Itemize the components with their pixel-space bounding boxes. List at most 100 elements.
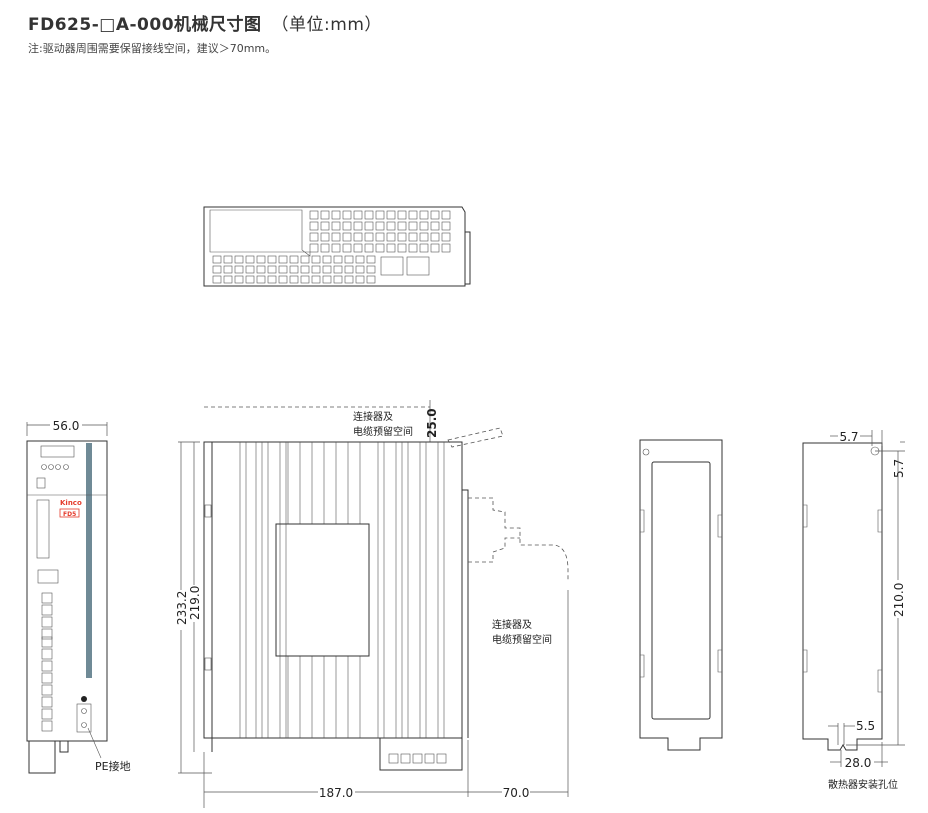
vent-slot	[353, 210, 363, 220]
hole-offset-y-dim: 5.7	[892, 459, 906, 478]
pe-label: PE接地	[95, 760, 131, 773]
mount-view: 5.7 5.7 210.0 5.5 28.0 散热器安装孔位	[802, 430, 906, 791]
vent-slot	[397, 210, 407, 220]
top-view	[203, 206, 471, 287]
vent-slot	[430, 232, 440, 242]
vent-slot	[386, 221, 396, 231]
vent-slot	[408, 232, 418, 242]
vent-slot	[408, 210, 418, 220]
depth-dim: 187.0	[319, 786, 353, 800]
front-width-dim: 56.0	[53, 419, 80, 433]
title-text: FD625-□A-000机械尺寸图	[28, 15, 262, 35]
vent-slot	[311, 265, 321, 274]
vent-slot	[223, 265, 233, 274]
terminal-power	[41, 660, 53, 672]
vent-slot	[333, 265, 343, 274]
vent-slot	[441, 221, 451, 231]
vent-slot	[408, 221, 418, 231]
vent-slot	[256, 275, 266, 284]
vent-slot	[234, 255, 244, 264]
vent-slot	[419, 232, 429, 242]
brand-logo: Kinco	[60, 499, 82, 507]
vent-slot	[419, 210, 429, 220]
mount-caption: 散热器安装孔位	[828, 778, 898, 791]
clearance-label-rear-1: 连接器及	[492, 618, 532, 631]
vent-slot	[309, 243, 319, 253]
vent-slot	[366, 265, 376, 274]
terminal-power	[41, 708, 53, 720]
terminal-power	[41, 672, 53, 684]
unit-text: （单位:mm）	[271, 15, 382, 35]
vent-slot	[375, 232, 385, 242]
vent-slot	[364, 221, 374, 231]
vent-slot	[419, 221, 429, 231]
stripe	[86, 443, 92, 678]
vent-slot	[353, 221, 363, 231]
vent-slot	[366, 255, 376, 264]
vent-slot	[300, 275, 310, 284]
vent-slot	[342, 243, 352, 253]
vent-slot	[375, 243, 385, 253]
vent-slot	[355, 255, 365, 264]
terminal-slot	[388, 753, 399, 764]
vent-slot	[267, 265, 277, 274]
vent-slot	[375, 210, 385, 220]
front-view: 56.0 Kinco FD5 PE接地	[26, 419, 131, 774]
terminal-power	[41, 696, 53, 708]
vent-slot	[234, 275, 244, 284]
vent-slot	[311, 275, 321, 284]
inner-height-dim: 219.0	[188, 586, 202, 620]
terminal-motor	[41, 616, 53, 628]
vent-slot	[364, 210, 374, 220]
terminal-slot	[400, 753, 411, 764]
vent-slot	[278, 275, 288, 284]
clearance-note: 注:驱动器周围需要保留接线空间，建议＞70mm。	[28, 42, 277, 55]
vent-slot	[364, 232, 374, 242]
hole-offset-x-dim: 5.7	[839, 430, 858, 444]
terminal-slot	[424, 753, 435, 764]
vent-slot	[289, 255, 299, 264]
vent-slot	[322, 275, 332, 284]
vent-slot	[320, 221, 330, 231]
vent-slot	[408, 243, 418, 253]
vent-slot	[320, 232, 330, 242]
terminal-power	[41, 684, 53, 696]
vent-slot	[441, 210, 451, 220]
vent-slot	[355, 265, 365, 274]
vent-slot	[300, 265, 310, 274]
vent-slot	[441, 232, 451, 242]
vent-slot	[331, 232, 341, 242]
vent-slot	[419, 243, 429, 253]
terminal-motor	[41, 604, 53, 616]
vent-slot	[245, 255, 255, 264]
vent-slot	[322, 265, 332, 274]
vent-slot	[212, 265, 222, 274]
vent-slot	[311, 255, 321, 264]
vent-slot	[234, 265, 244, 274]
vent-slot	[278, 265, 288, 274]
vent-slot	[386, 210, 396, 220]
vent-slot	[441, 243, 451, 253]
vent-slot	[331, 221, 341, 231]
vent-slot	[355, 275, 365, 284]
vent-slot	[300, 255, 310, 264]
vent-slot	[320, 210, 330, 220]
vent-slot	[267, 275, 277, 284]
vent-slot	[267, 255, 277, 264]
clearance-label-top-2: 电缆预留空间	[353, 425, 413, 438]
slot-width-dim: 5.5	[856, 719, 875, 733]
vent-slot	[397, 232, 407, 242]
vent-slot	[364, 243, 374, 253]
vent-slot	[223, 255, 233, 264]
vent-slot	[342, 232, 352, 242]
vent-slot	[342, 210, 352, 220]
side-view: 25.0 连接器及 电缆预留空间 233.2 219.0 187.0 70.0 …	[175, 400, 569, 808]
vent-slot	[320, 243, 330, 253]
vent-slot	[245, 275, 255, 284]
terminal-motor	[41, 628, 53, 640]
terminal-slot	[436, 753, 447, 764]
vent-slot	[245, 265, 255, 274]
terminal-slot	[412, 753, 423, 764]
vent-slot	[430, 210, 440, 220]
